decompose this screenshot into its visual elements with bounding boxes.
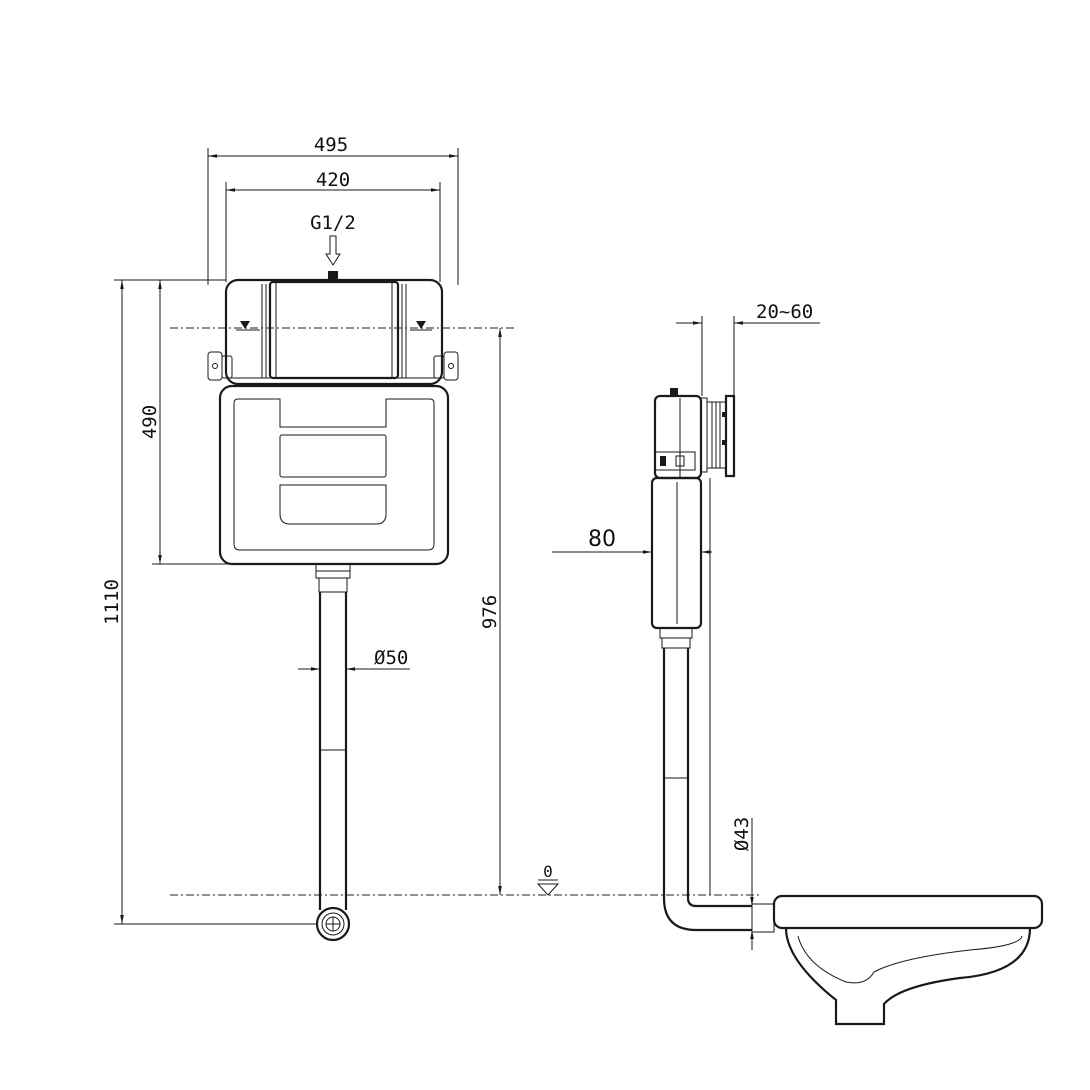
side-valve-housing (653, 388, 736, 480)
frame-width-dimension: 420 (225, 169, 441, 282)
outlet-height-dimension: 976 (479, 328, 502, 895)
flush-pipe-diameter-dimension: Ø50 (298, 647, 410, 671)
side-tank (650, 476, 703, 649)
side-flush-pipe (662, 478, 775, 933)
connector-diameter-dimension: Ø43 (731, 817, 754, 950)
inlet-callout: G1/2 (310, 212, 356, 279)
floor-reference-label: 0 (543, 862, 553, 881)
mounting-frame (207, 278, 459, 386)
overall-width-dimension: 495 (207, 134, 459, 285)
overall-width-label: 495 (314, 134, 348, 156)
cistern-tank (218, 384, 450, 566)
wall-gap-label: 20~60 (756, 301, 813, 323)
depth-dimension: 80 (552, 527, 712, 554)
total-height-dimension: 1110 (101, 279, 318, 925)
wall-gap-dimension: 20~60 (676, 301, 820, 396)
flush-pipe-diameter-label: Ø50 (374, 647, 408, 669)
side-view: 20~60 (552, 301, 1044, 1026)
toilet-bowl (772, 894, 1044, 1026)
tank-height-label: 490 (139, 405, 161, 439)
flush-pipe (315, 563, 351, 942)
inlet-label: G1/2 (310, 212, 356, 234)
floor-reference-marker: 0 (536, 862, 560, 896)
tank-height-dimension: 490 (139, 279, 230, 565)
frame-width-label: 420 (316, 169, 350, 191)
connector-diameter-label: Ø43 (731, 817, 753, 851)
depth-label: 80 (588, 527, 616, 552)
front-view: 495 420 G1/2 (101, 134, 515, 942)
outlet-height-label: 976 (479, 595, 501, 629)
total-height-label: 1110 (101, 579, 123, 625)
inlet-arrow-icon (325, 235, 341, 266)
